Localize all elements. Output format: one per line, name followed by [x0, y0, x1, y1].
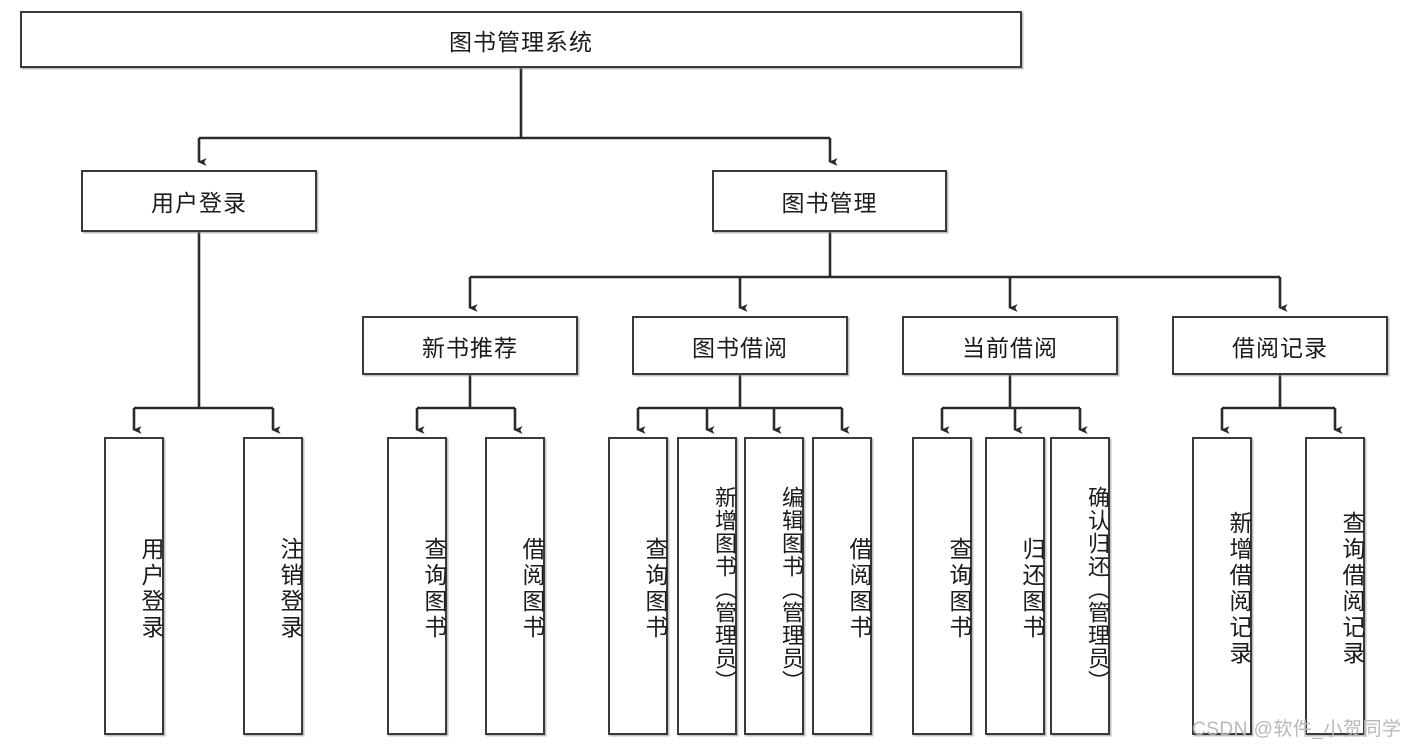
leaf-add-book[interactable]: 新增图书（管理员）	[677, 437, 737, 735]
leaf-borrow-book-1[interactable]: 借阅图书	[485, 437, 545, 735]
node-user-login-label: 用户登录	[151, 190, 247, 216]
leaf-query-book-1[interactable]: 查询图书	[387, 437, 447, 735]
node-root[interactable]: 图书管理系统	[20, 11, 1022, 68]
leaf-borrow-book-2-label: 借阅图书	[846, 537, 872, 641]
leaf-edit-book-label: 编辑图书（管理员）	[779, 485, 804, 693]
node-new-book-rec[interactable]: 新书推荐	[362, 316, 578, 375]
leaf-borrow-book-2[interactable]: 借阅图书	[812, 437, 872, 735]
node-new-book-rec-label: 新书推荐	[422, 334, 518, 361]
leaf-query-record-label: 查询借阅记录	[1339, 511, 1365, 667]
leaf-query-book-2-label: 查询图书	[642, 537, 668, 641]
node-book-manage[interactable]: 图书管理	[712, 170, 947, 232]
leaf-query-book-1-label: 查询图书	[421, 537, 447, 641]
node-root-label: 图书管理系统	[449, 28, 593, 55]
leaf-query-book-2[interactable]: 查询图书	[608, 437, 668, 735]
leaf-confirm-return[interactable]: 确认归还（管理员）	[1050, 437, 1110, 735]
leaf-add-record[interactable]: 新增借阅记录	[1192, 437, 1252, 735]
leaf-add-record-label: 新增借阅记录	[1226, 511, 1252, 667]
leaf-query-book-3-label: 查询图书	[946, 537, 972, 641]
node-borrow-record[interactable]: 借阅记录	[1172, 316, 1388, 375]
node-book-borrow[interactable]: 图书借阅	[632, 316, 848, 375]
node-current-borrow-label: 当前借阅	[962, 334, 1058, 361]
leaf-user-login-label: 用户登录	[138, 537, 164, 641]
leaf-query-record[interactable]: 查询借阅记录	[1305, 437, 1365, 735]
leaf-user-logout[interactable]: 注销登录	[243, 437, 303, 735]
leaf-user-login[interactable]: 用户登录	[104, 437, 164, 735]
leaf-edit-book[interactable]: 编辑图书（管理员）	[744, 437, 804, 735]
leaf-borrow-book-1-label: 借阅图书	[519, 537, 545, 641]
leaf-return-book[interactable]: 归还图书	[985, 437, 1045, 735]
leaf-add-book-label: 新增图书（管理员）	[712, 485, 737, 693]
csdn-watermark: CSDN @软件_小贺同学	[1192, 719, 1402, 740]
leaf-confirm-return-label: 确认归还（管理员）	[1085, 485, 1110, 693]
node-book-manage-label: 图书管理	[781, 190, 878, 216]
leaf-return-book-label: 归还图书	[1019, 537, 1045, 641]
node-borrow-record-label: 借阅记录	[1232, 334, 1328, 361]
leaf-user-logout-label: 注销登录	[277, 537, 303, 641]
node-current-borrow[interactable]: 当前借阅	[902, 316, 1118, 375]
node-book-borrow-label: 图书借阅	[692, 334, 788, 361]
leaf-query-book-3[interactable]: 查询图书	[912, 437, 972, 735]
node-user-login[interactable]: 用户登录	[81, 170, 317, 232]
